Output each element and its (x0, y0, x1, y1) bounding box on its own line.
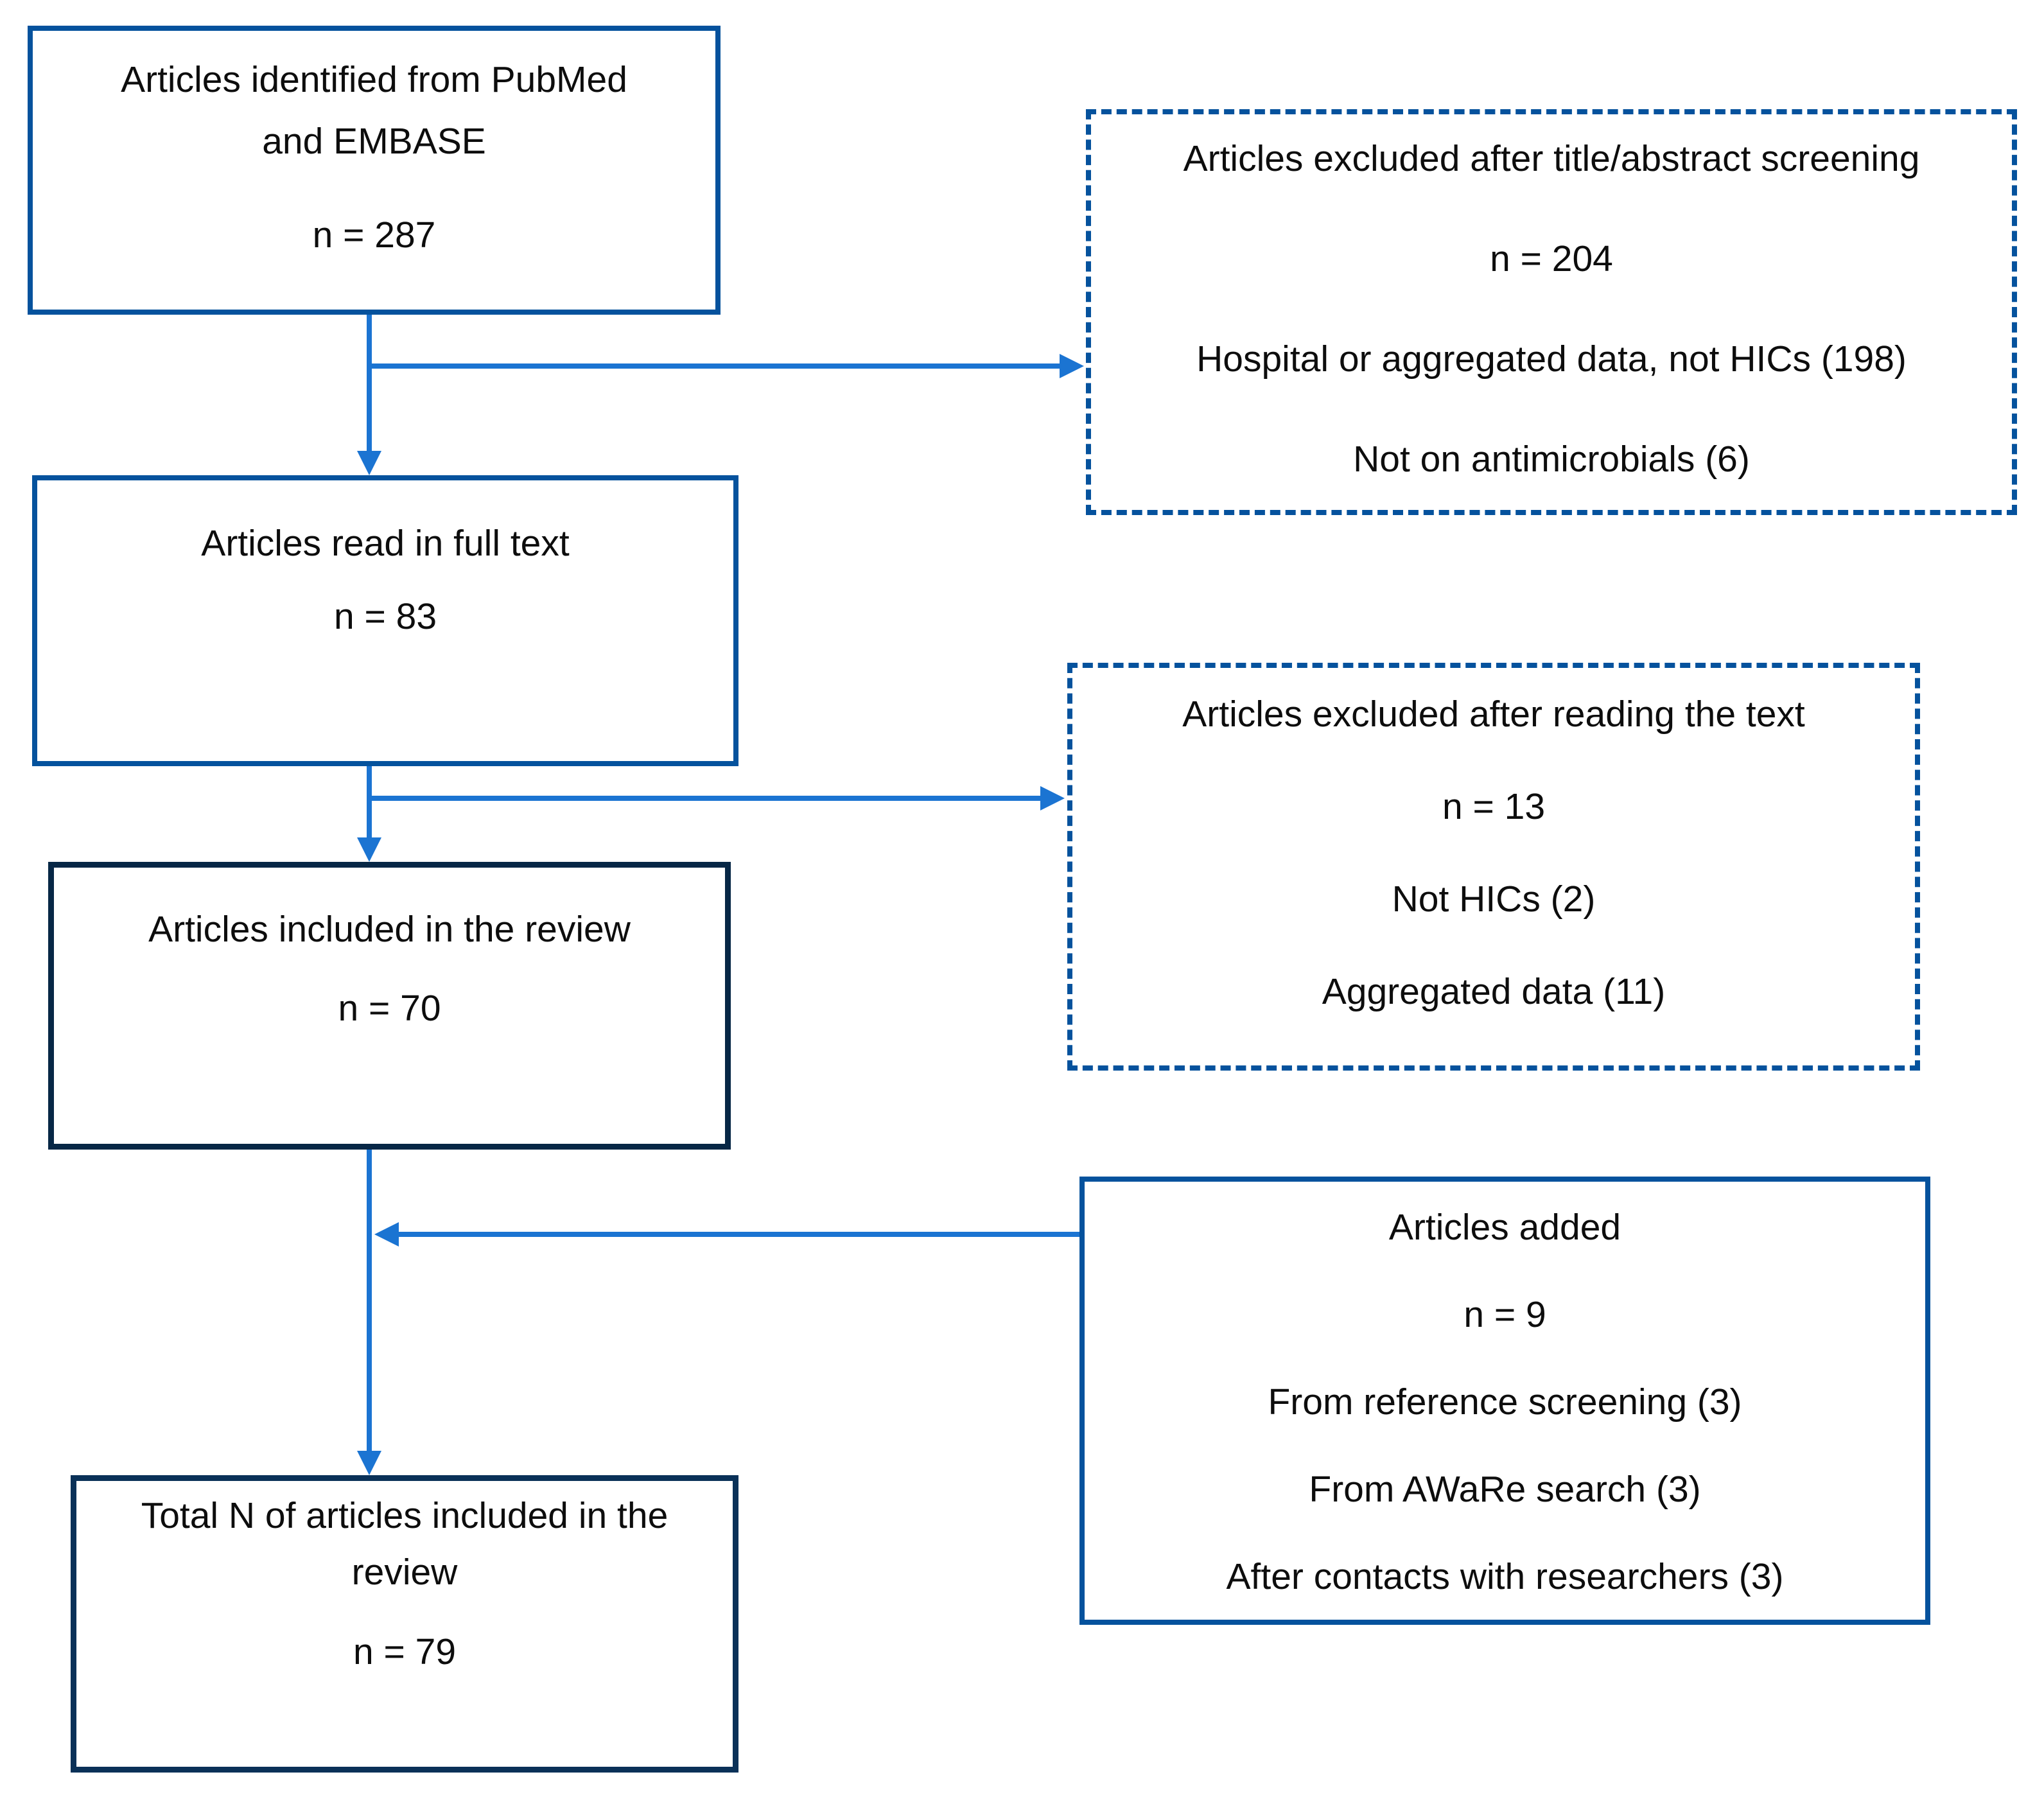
articles-included-count: n = 70 (338, 988, 441, 1029)
articles-read-title: Articles read in full text (201, 523, 570, 564)
excluded-screening-count: n = 204 (1490, 238, 1613, 279)
arrowhead-right-excluded-screening (1060, 354, 1084, 378)
articles-added-source-2: From AWaRe search (3) (1309, 1469, 1701, 1510)
excluded-reading-count: n = 13 (1442, 786, 1546, 827)
arrowhead-down-fulltext (357, 451, 381, 475)
connector-branch-to-excluded-screening (369, 363, 1061, 369)
excluded-reading-title: Articles excluded after reading the text (1182, 694, 1805, 735)
box-total-articles-included: Total N of articles included in the revi… (71, 1475, 738, 1773)
total-articles-count: n = 79 (353, 1631, 457, 1672)
articles-identified-count: n = 287 (312, 215, 436, 256)
articles-added-title: Articles added (1388, 1207, 1621, 1248)
articles-read-count: n = 83 (333, 596, 437, 637)
articles-identified-title-line2: and EMBASE (262, 121, 486, 162)
excluded-screening-reason-1: Hospital or aggregated data, not HICs (1… (1196, 338, 1907, 380)
articles-added-count: n = 9 (1463, 1294, 1546, 1335)
arrowhead-right-excluded-reading (1040, 786, 1065, 810)
connector-added-to-main-flow (399, 1232, 1079, 1237)
connector-identified-to-fulltext (367, 315, 372, 453)
box-articles-added: Articles added n = 9 From reference scre… (1079, 1177, 1930, 1625)
articles-added-source-1: From reference screening (3) (1268, 1381, 1742, 1423)
excluded-screening-title: Articles excluded after title/abstract s… (1183, 138, 1920, 179)
excluded-reading-reason-1: Not HICs (2) (1392, 879, 1596, 920)
arrowhead-down-included (357, 837, 381, 862)
total-articles-title-line1: Total N of articles included in the (141, 1495, 668, 1536)
box-excluded-after-reading: Articles excluded after reading the text… (1067, 663, 1920, 1071)
arrowhead-down-total (357, 1451, 381, 1475)
connector-included-to-total (367, 1150, 372, 1453)
total-articles-title-line2: review (351, 1552, 458, 1593)
articles-included-title: Articles included in the review (148, 909, 631, 950)
connector-branch-to-excluded-reading (369, 796, 1042, 801)
excluded-reading-reason-2: Aggregated data (11) (1322, 971, 1666, 1012)
articles-identified-title-line1: Articles identified from PubMed (121, 59, 627, 100)
connector-fulltext-to-included (367, 766, 372, 840)
box-articles-identified: Articles identified from PubMed and EMBA… (28, 26, 721, 315)
box-articles-included: Articles included in the review n = 70 (48, 862, 731, 1150)
excluded-screening-reason-2: Not on antimicrobials (6) (1353, 439, 1750, 480)
arrowhead-left-from-added (374, 1222, 399, 1247)
articles-added-source-3: After contacts with researchers (3) (1226, 1556, 1784, 1597)
box-excluded-title-abstract: Articles excluded after title/abstract s… (1086, 109, 2017, 515)
box-articles-read-full-text: Articles read in full text n = 83 (32, 475, 738, 766)
